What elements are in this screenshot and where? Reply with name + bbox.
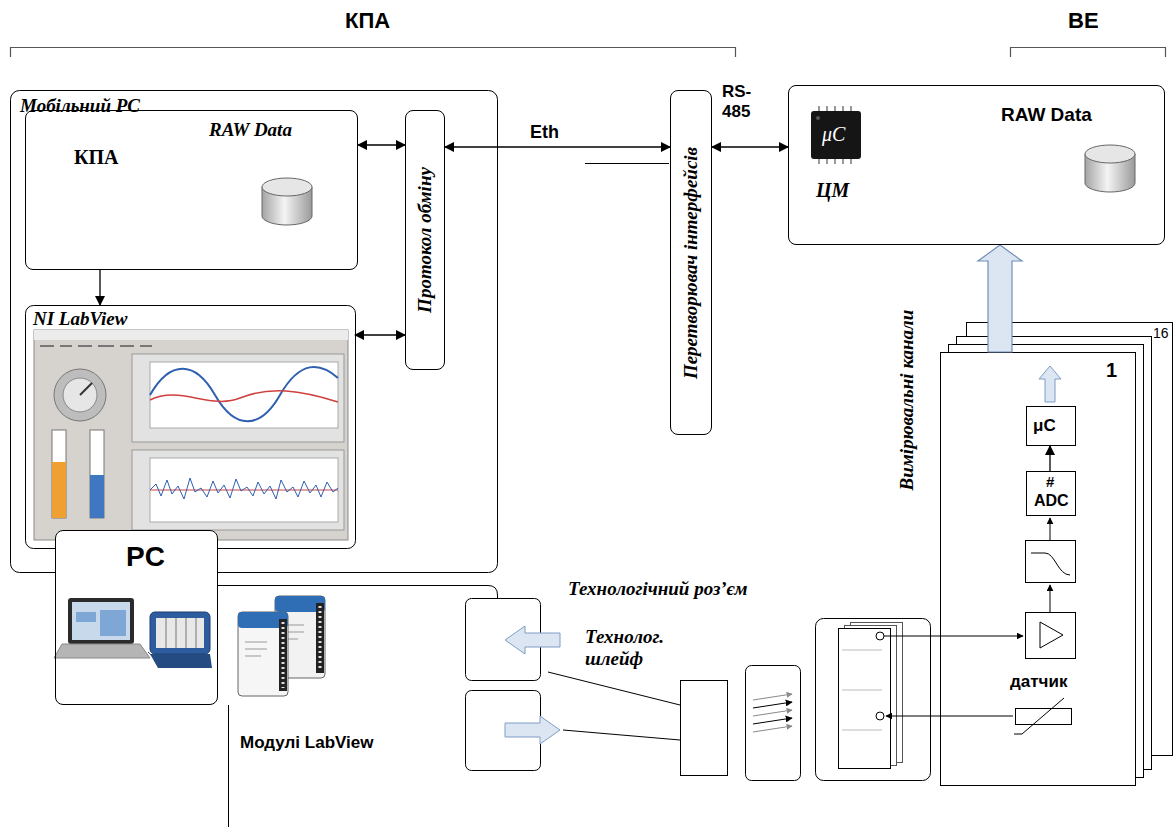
channel-connector: [816, 619, 931, 781]
node-text: Перетворювач інтерфейсів: [680, 146, 702, 378]
bracket: [1011, 48, 1166, 58]
node-text: 1: [1106, 359, 1117, 382]
database-icon: [1085, 145, 1135, 192]
pc-box: PC: [55, 530, 218, 705]
chip-icon: [811, 106, 861, 164]
database-icon: [262, 178, 312, 225]
sensor-label: датчик: [1010, 672, 1067, 692]
protocol-box: Протокол обміну: [405, 110, 445, 370]
labview-outline: [26, 306, 356, 549]
node-text: NI LabView: [33, 308, 127, 330]
mcu-block: μC: [1026, 406, 1076, 446]
connector-arrow: [445, 146, 670, 147]
block-arrow: [978, 245, 1022, 352]
section-label: КПА: [345, 8, 390, 33]
container-outline: [11, 91, 498, 573]
node-text: μC: [822, 123, 845, 146]
eth-leader: [585, 163, 669, 164]
node-text: ЦМ: [816, 179, 849, 202]
unit-box: μC ЦМ RAW Data: [788, 85, 1165, 245]
section-label: ВЕ: [1068, 8, 1099, 33]
node-text: Мобільний PC: [20, 95, 140, 117]
node-text: #: [1046, 473, 1054, 490]
container-box: Мобільний PCRAW DataКПАNI LabViewПротоко…: [10, 90, 497, 572]
modules-label: Модулі LabView: [240, 733, 373, 753]
software-box: NI LabView: [25, 305, 355, 548]
bracket: [11, 48, 736, 58]
node-text: RAW Data: [1001, 104, 1092, 126]
node-text: RAW Data: [209, 119, 292, 141]
connector-arrow: [99, 270, 100, 305]
node-text: μC: [1033, 416, 1056, 436]
adc-block: # ADC: [1026, 471, 1076, 516]
cable-label: Технолог. шлейф: [585, 626, 695, 670]
housing-outline: [218, 586, 498, 827]
edge-label: Eth: [530, 122, 559, 143]
node-text: Протокол обміну: [414, 167, 436, 313]
converter-box: Перетворювач інтерфейсів: [670, 90, 712, 435]
connector-arrow: [358, 144, 405, 145]
edge-label: RS- 485: [722, 82, 770, 121]
labview-screenshot: [34, 330, 348, 540]
node-text: КПА: [74, 146, 119, 169]
connector-arrow: [1049, 446, 1050, 471]
laptop-icon: [54, 598, 212, 668]
node-text: PC: [126, 541, 165, 573]
interface-boxes: [466, 599, 728, 776]
daq-modules: [238, 596, 325, 696]
vertical-label: Вимірювальні канали: [896, 310, 918, 491]
callout-number: 16: [1153, 325, 1169, 341]
data-box: RAW DataКПА: [25, 110, 358, 270]
ribbon-cable: [746, 666, 801, 781]
connector-label: Технологічний роз’єм: [568, 578, 753, 600]
connector-arrow: [712, 146, 788, 147]
node-text: ADC: [1034, 492, 1069, 510]
connector-arrow: [355, 334, 405, 335]
channel-box: 1 μC # ADC: [940, 352, 1135, 785]
pc-panel-ground: [55, 530, 218, 705]
